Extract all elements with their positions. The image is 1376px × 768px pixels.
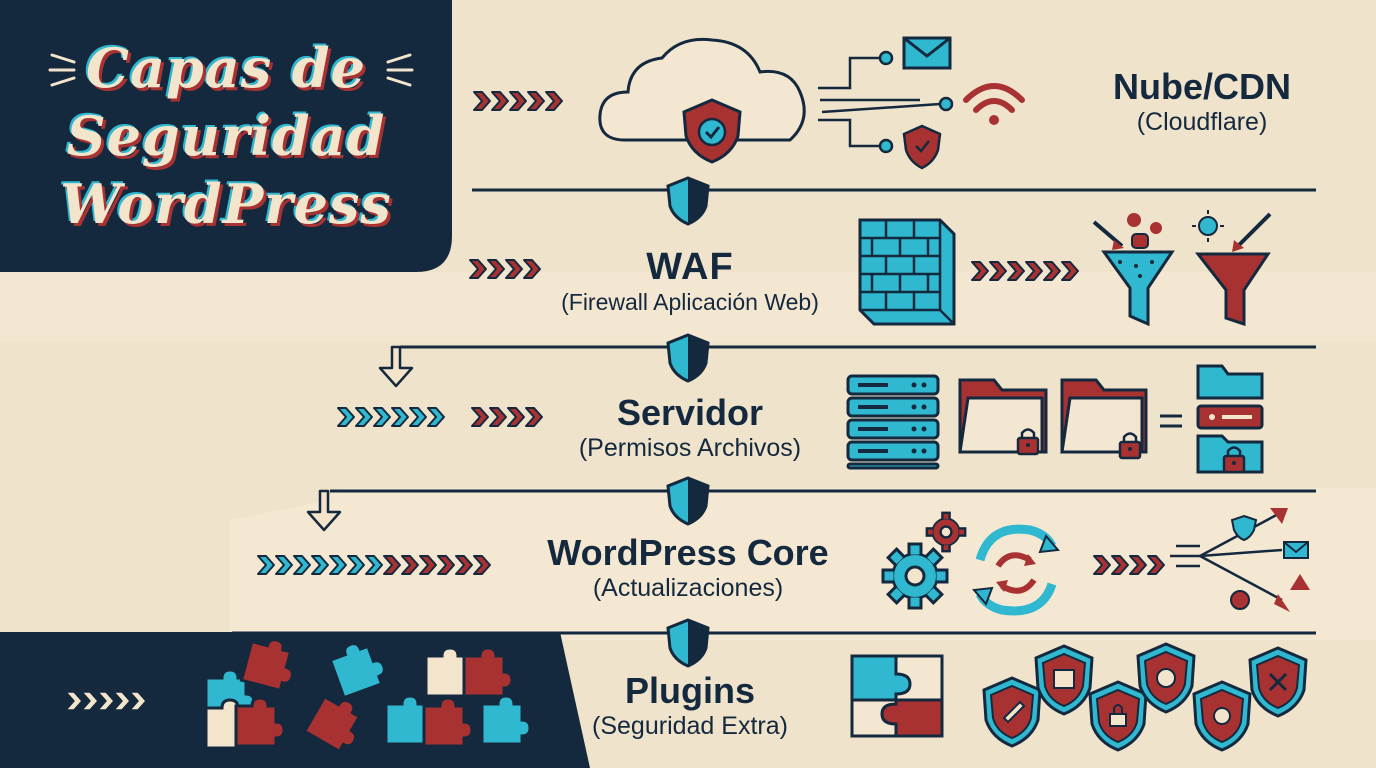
gear-icon — [881, 542, 949, 610]
equals-icon — [1160, 414, 1182, 428]
layer-separators — [232, 188, 1316, 635]
title-sparkle-right — [386, 53, 414, 87]
layer-name: Plugins — [624, 670, 755, 711]
small-shield-icon — [902, 124, 942, 170]
shield-check-icon — [682, 98, 742, 164]
envelope-icon — [902, 36, 952, 70]
database-folder-icon — [1196, 364, 1264, 474]
layer-detail: (Firewall Aplicación Web) — [561, 289, 819, 315]
brick-wall-icon — [858, 218, 956, 326]
layer-name: Nube/CDN — [1113, 66, 1291, 107]
layer-detail: (Actualizaciones) — [592, 574, 784, 602]
refresh-cycle-icon — [972, 524, 1060, 616]
distribution-arrows-icon — [1170, 508, 1310, 612]
gear-icon — [925, 511, 967, 553]
server-rack-icon — [846, 374, 940, 470]
layer-detail: (Permisos Archivos) — [578, 434, 802, 462]
layer-name: WordPress Core — [547, 532, 829, 573]
filter-funnel-icon — [1092, 213, 1175, 327]
band-core — [230, 488, 1376, 640]
layer-label-cdn: Nube/CDN (Cloudflare) — [1062, 66, 1342, 137]
layer-name: Servidor — [616, 392, 764, 433]
network-lines — [818, 50, 954, 154]
locked-folder-icon — [1060, 378, 1148, 460]
title-line-1: Capas de — [85, 36, 367, 100]
cloud-icon — [598, 37, 806, 142]
puzzle-piece-icon — [850, 654, 944, 738]
layer-label-core: WordPress Core (Actualizaciones) — [516, 532, 860, 603]
wifi-icon — [963, 83, 1025, 125]
title-sparkle-left — [48, 53, 76, 87]
filter-funnel-icon — [1192, 210, 1272, 327]
diagram-title: Capas de Seguridad WordPress — [0, 0, 452, 272]
locked-folder-icon — [958, 378, 1048, 456]
layer-name: WAF — [646, 246, 734, 288]
down-arrow-icons — [306, 345, 414, 532]
title-line-3: WordPress — [60, 172, 392, 236]
layer-detail: (Seguridad Extra) — [592, 712, 788, 740]
layer-label-server: Servidor (Permisos Archivos) — [530, 392, 850, 463]
security-badge-icon — [982, 642, 1308, 752]
title-panel — [0, 0, 452, 272]
layer-label-waf: WAF (Firewall Aplicación Web) — [520, 246, 860, 316]
title-line-2: Seguridad — [66, 104, 386, 168]
layer-detail: (Cloudflare) — [1136, 108, 1268, 136]
layer-label-plugins: Plugins (Seguridad Extra) — [540, 670, 840, 741]
